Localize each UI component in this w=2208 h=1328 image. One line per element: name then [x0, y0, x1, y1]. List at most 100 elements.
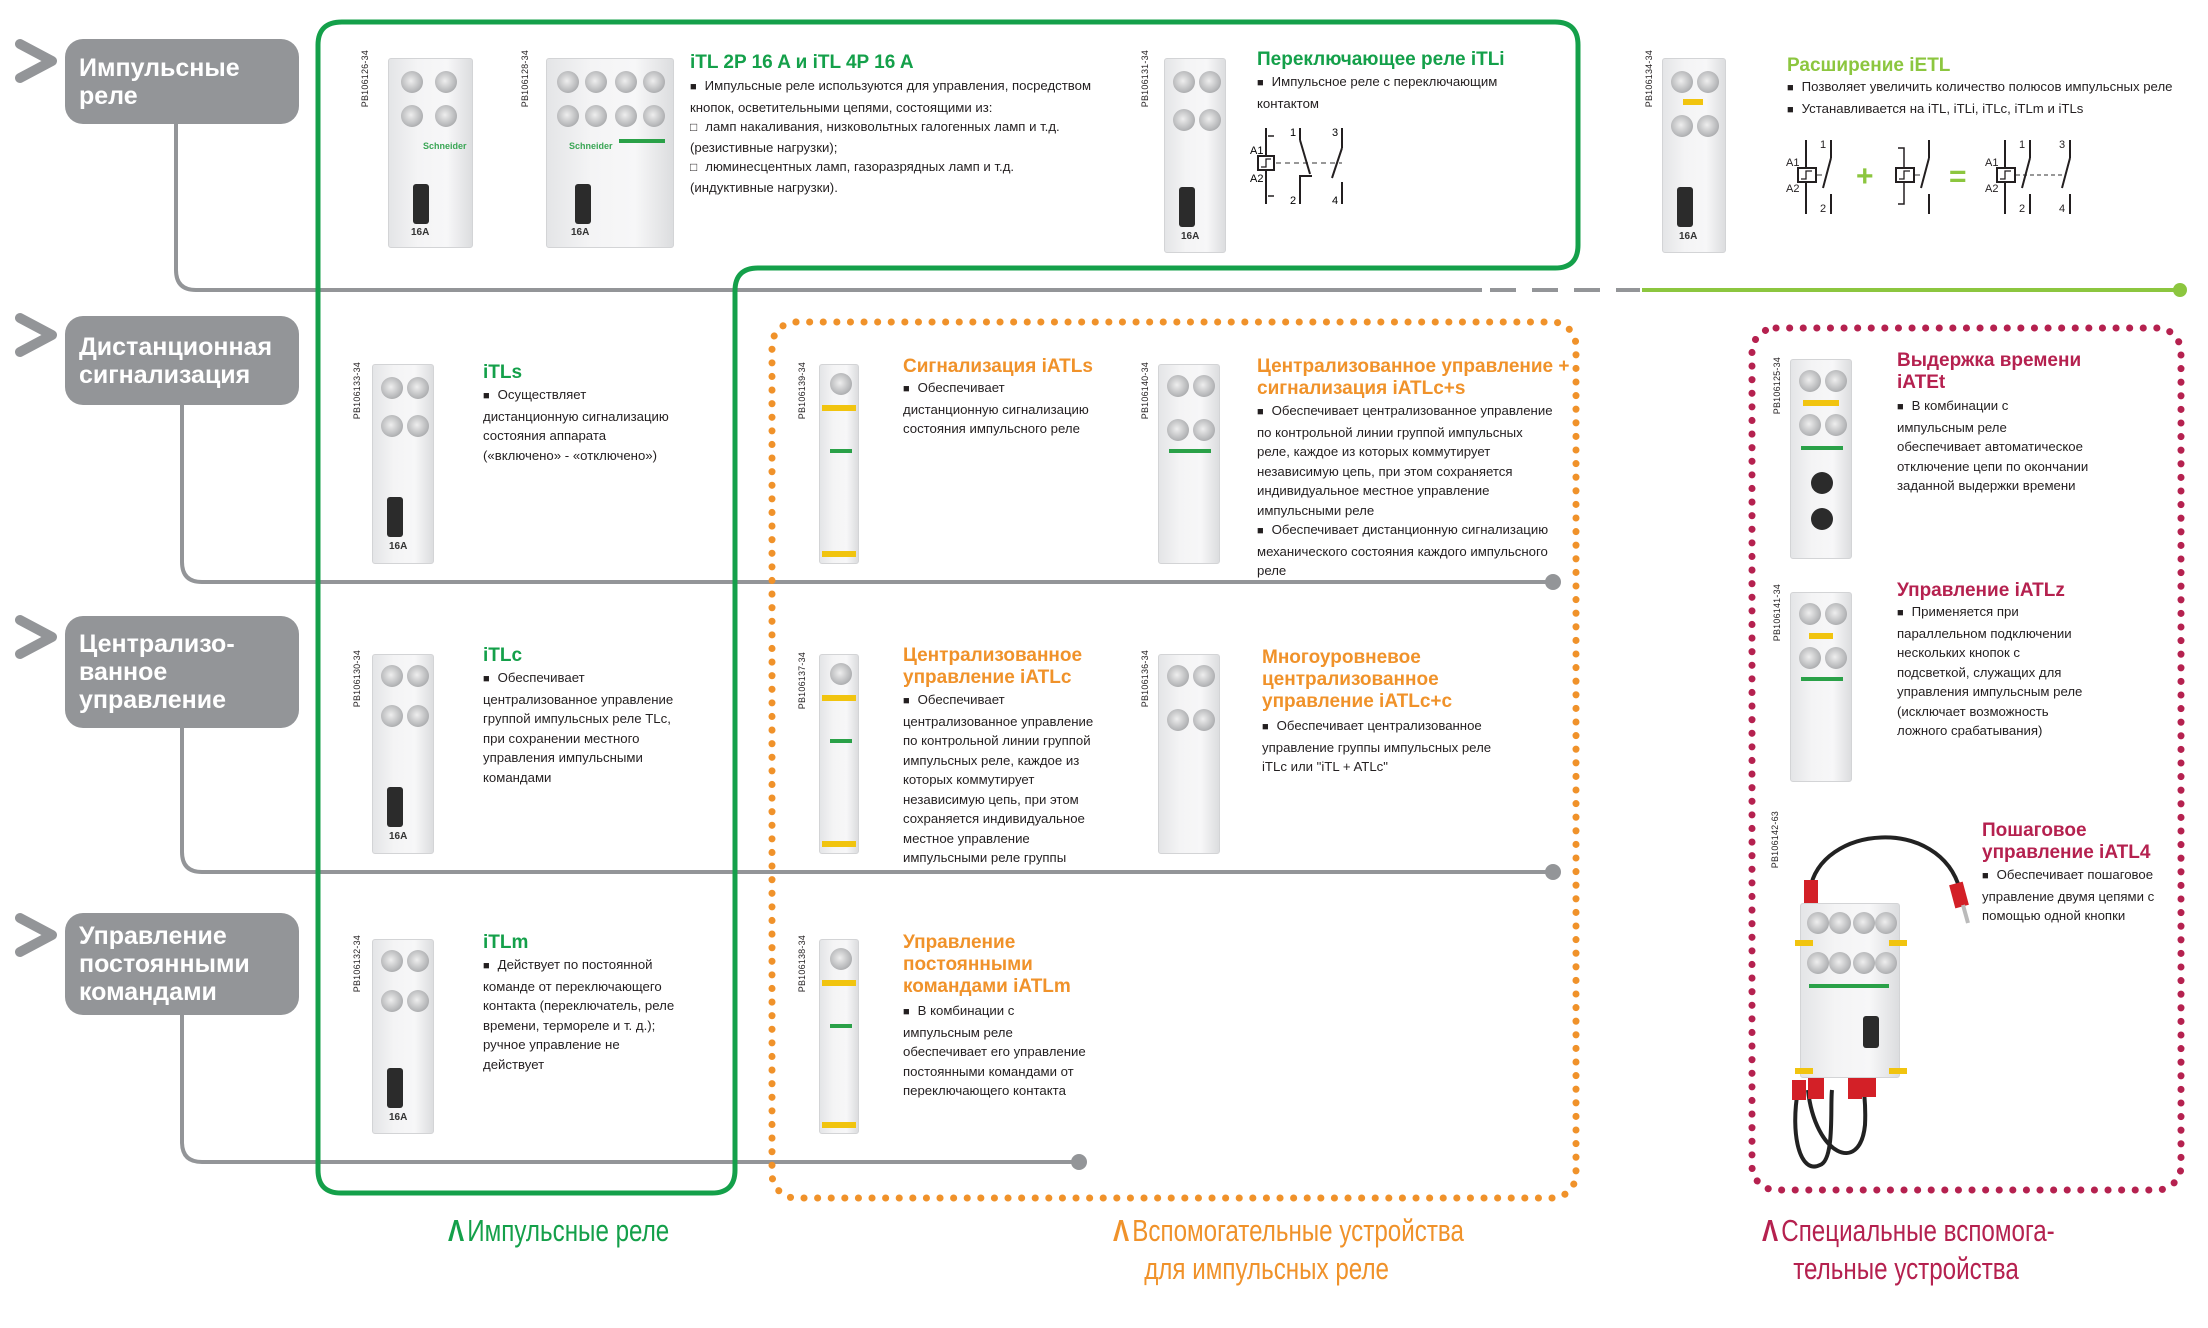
description-line: переключающего контакта — [903, 1083, 1066, 1098]
chevron-right-icon — [15, 313, 57, 357]
product-itl-2p[interactable]: PB106126-34 Schneider 16A — [360, 40, 500, 260]
description-line: реле, каждое из которых коммутирует — [1257, 444, 1491, 459]
svg-text:4: 4 — [2059, 203, 2065, 215]
photo-code: PB106132-34 — [352, 935, 362, 993]
brand-logo: Schneider — [423, 141, 467, 151]
description-line: Обеспечивает централизованное — [1262, 716, 1552, 738]
description-line: управления импульсными — [483, 750, 643, 765]
product-itl-4p[interactable]: PB106128-34 Schneider 16A — [520, 40, 690, 260]
device-image — [1795, 903, 1907, 1078]
product-itlc[interactable]: PB106130-34 16A — [350, 640, 460, 860]
product-iatlc-s[interactable]: PB106140-34 — [1138, 350, 1238, 570]
description-line: помощью одной кнопки — [1982, 908, 2126, 923]
description-line: контактом — [1257, 95, 1319, 111]
description-line: ложного срабатывания) — [1897, 723, 2043, 738]
caret-up-icon: Λ — [448, 1213, 465, 1248]
chevron-right-icon — [15, 913, 57, 957]
product-iatlc[interactable]: PB106137-34 — [795, 640, 875, 860]
legend-label: Вспомогательные устройства — [1132, 1213, 1464, 1248]
svg-text:A2: A2 — [1786, 183, 1799, 195]
device-image — [1790, 592, 1852, 782]
product-iatls[interactable]: PB106139-34 — [795, 350, 875, 570]
product-title: Сигнализация iATLs — [903, 356, 1093, 377]
category-label: Централизо- ванное управление — [79, 630, 235, 714]
description-line: независимую цепь, при этом сохраняется — [1257, 463, 1513, 479]
description-line: сохраняется индивидуальное — [903, 811, 1085, 826]
description-line: командами — [483, 769, 552, 785]
description-line: Осуществляет — [483, 385, 713, 407]
svg-text:1: 1 — [2019, 139, 2025, 151]
svg-text:A2: A2 — [1985, 183, 1998, 195]
product-title: Переключающее реле iTLi — [1257, 49, 1505, 70]
product-title: iTLm — [483, 932, 529, 953]
device-image — [819, 939, 859, 1134]
svg-text:2: 2 — [2019, 203, 2025, 215]
chevron-right-icon — [15, 39, 57, 83]
description-line: дистанционную сигнализацию — [903, 401, 1089, 417]
product-title: Управление iATLz — [1897, 580, 2065, 601]
cable-jumper-image — [1792, 835, 1970, 1169]
product-iatlc-c[interactable]: PB106136-34 — [1138, 640, 1238, 860]
group-outline-impulse-relays — [315, 19, 1581, 1196]
plus-sign: + — [1856, 160, 1874, 193]
product-title: Многоуровневое централизованное управлен… — [1262, 647, 1452, 713]
description-line: обеспечивает его управление — [903, 1044, 1086, 1059]
product-iatet[interactable]: PB106125-34 — [1770, 345, 1870, 565]
product-iatl4[interactable]: PB106142-63 — [1760, 805, 2000, 1185]
description-line: индивидуальное местное управление — [1257, 483, 1490, 498]
photo-code: PB106139-34 — [797, 362, 807, 420]
description-line: импульсных реле, каждое из — [903, 752, 1080, 768]
description-line: Позволяет увеличить количество полюсов и… — [1787, 77, 2187, 99]
description-line: централизованное управление — [483, 691, 674, 707]
row-connector-1 — [174, 124, 1482, 292]
description-line: Импульсное реле с переключающим — [1257, 72, 1557, 94]
group-outline-special — [1748, 324, 2185, 1194]
title-line: командами iATLm — [903, 976, 1071, 997]
extension-schematic: A1 A2 1 2 + = A1 A2 1 2 3 4 — [1786, 139, 2071, 215]
description-line: Обеспечивает централизованное управление — [1257, 401, 1567, 423]
product-itli[interactable]: PB106131-34 16A — [1140, 40, 1250, 260]
legend-label: Импульсные реле — [467, 1213, 670, 1248]
svg-text:1: 1 — [1820, 139, 1826, 151]
product-iatlz[interactable]: PB106141-34 — [1770, 578, 1870, 788]
description-line: состояния аппарата — [483, 428, 607, 443]
product-itls[interactable]: PB106133-34 16A — [350, 350, 460, 570]
title-line: управление iATL4 — [1982, 842, 2151, 863]
group-outline-auxiliary — [768, 318, 1580, 1202]
product-ietl[interactable]: PB106134-34 16A — [1640, 40, 1750, 260]
title-line: Централизованное управление + — [1257, 356, 1570, 377]
product-description: Обеспечивает централизованноеуправление … — [1262, 716, 1552, 777]
description-line: независимую цепь, при этом — [903, 791, 1079, 807]
title-line: Пошаговое — [1982, 820, 2087, 841]
category-label: Импульсные реле — [79, 53, 240, 110]
photo-code: PB106131-34 — [1140, 50, 1150, 108]
device-image — [1790, 359, 1852, 559]
caret-up-icon: Λ — [1762, 1213, 1779, 1248]
product-iatlm[interactable]: PB106138-34 — [795, 925, 875, 1145]
description-line: отключение цепи по окончании — [1897, 458, 2089, 474]
device-image: 16A — [1662, 58, 1726, 253]
photo-code: PB106126-34 — [360, 50, 370, 108]
description-line: механического состояния каждого импульсн… — [1257, 543, 1548, 559]
product-description: Позволяет увеличить количество полюсов и… — [1787, 77, 2187, 120]
photo-code: PB106133-34 — [352, 362, 362, 420]
category-label-box: Централизо- ванное управление — [65, 616, 299, 728]
legend-label: Специальные вспомога- — [1781, 1213, 2055, 1248]
caret-up-icon: Λ — [1113, 1213, 1130, 1248]
device-image — [1158, 654, 1220, 854]
description-line: нескольких кнопок с — [1897, 645, 2021, 660]
description-line: управления импульсным реле — [1897, 684, 2083, 699]
description-line: Обеспечивает дистанционную сигнализацию — [1257, 520, 1567, 542]
description-line: Обеспечивает пошаговое — [1982, 865, 2182, 887]
svg-text:3: 3 — [1332, 127, 1338, 139]
device-image: Schneider 16A — [388, 58, 473, 248]
description-line: группой импульсных реле TLc, — [483, 711, 671, 726]
product-itlm[interactable]: PB106132-34 16A — [350, 925, 460, 1145]
svg-text:A1: A1 — [1985, 157, 1998, 169]
device-image: 16A — [1164, 58, 1226, 253]
